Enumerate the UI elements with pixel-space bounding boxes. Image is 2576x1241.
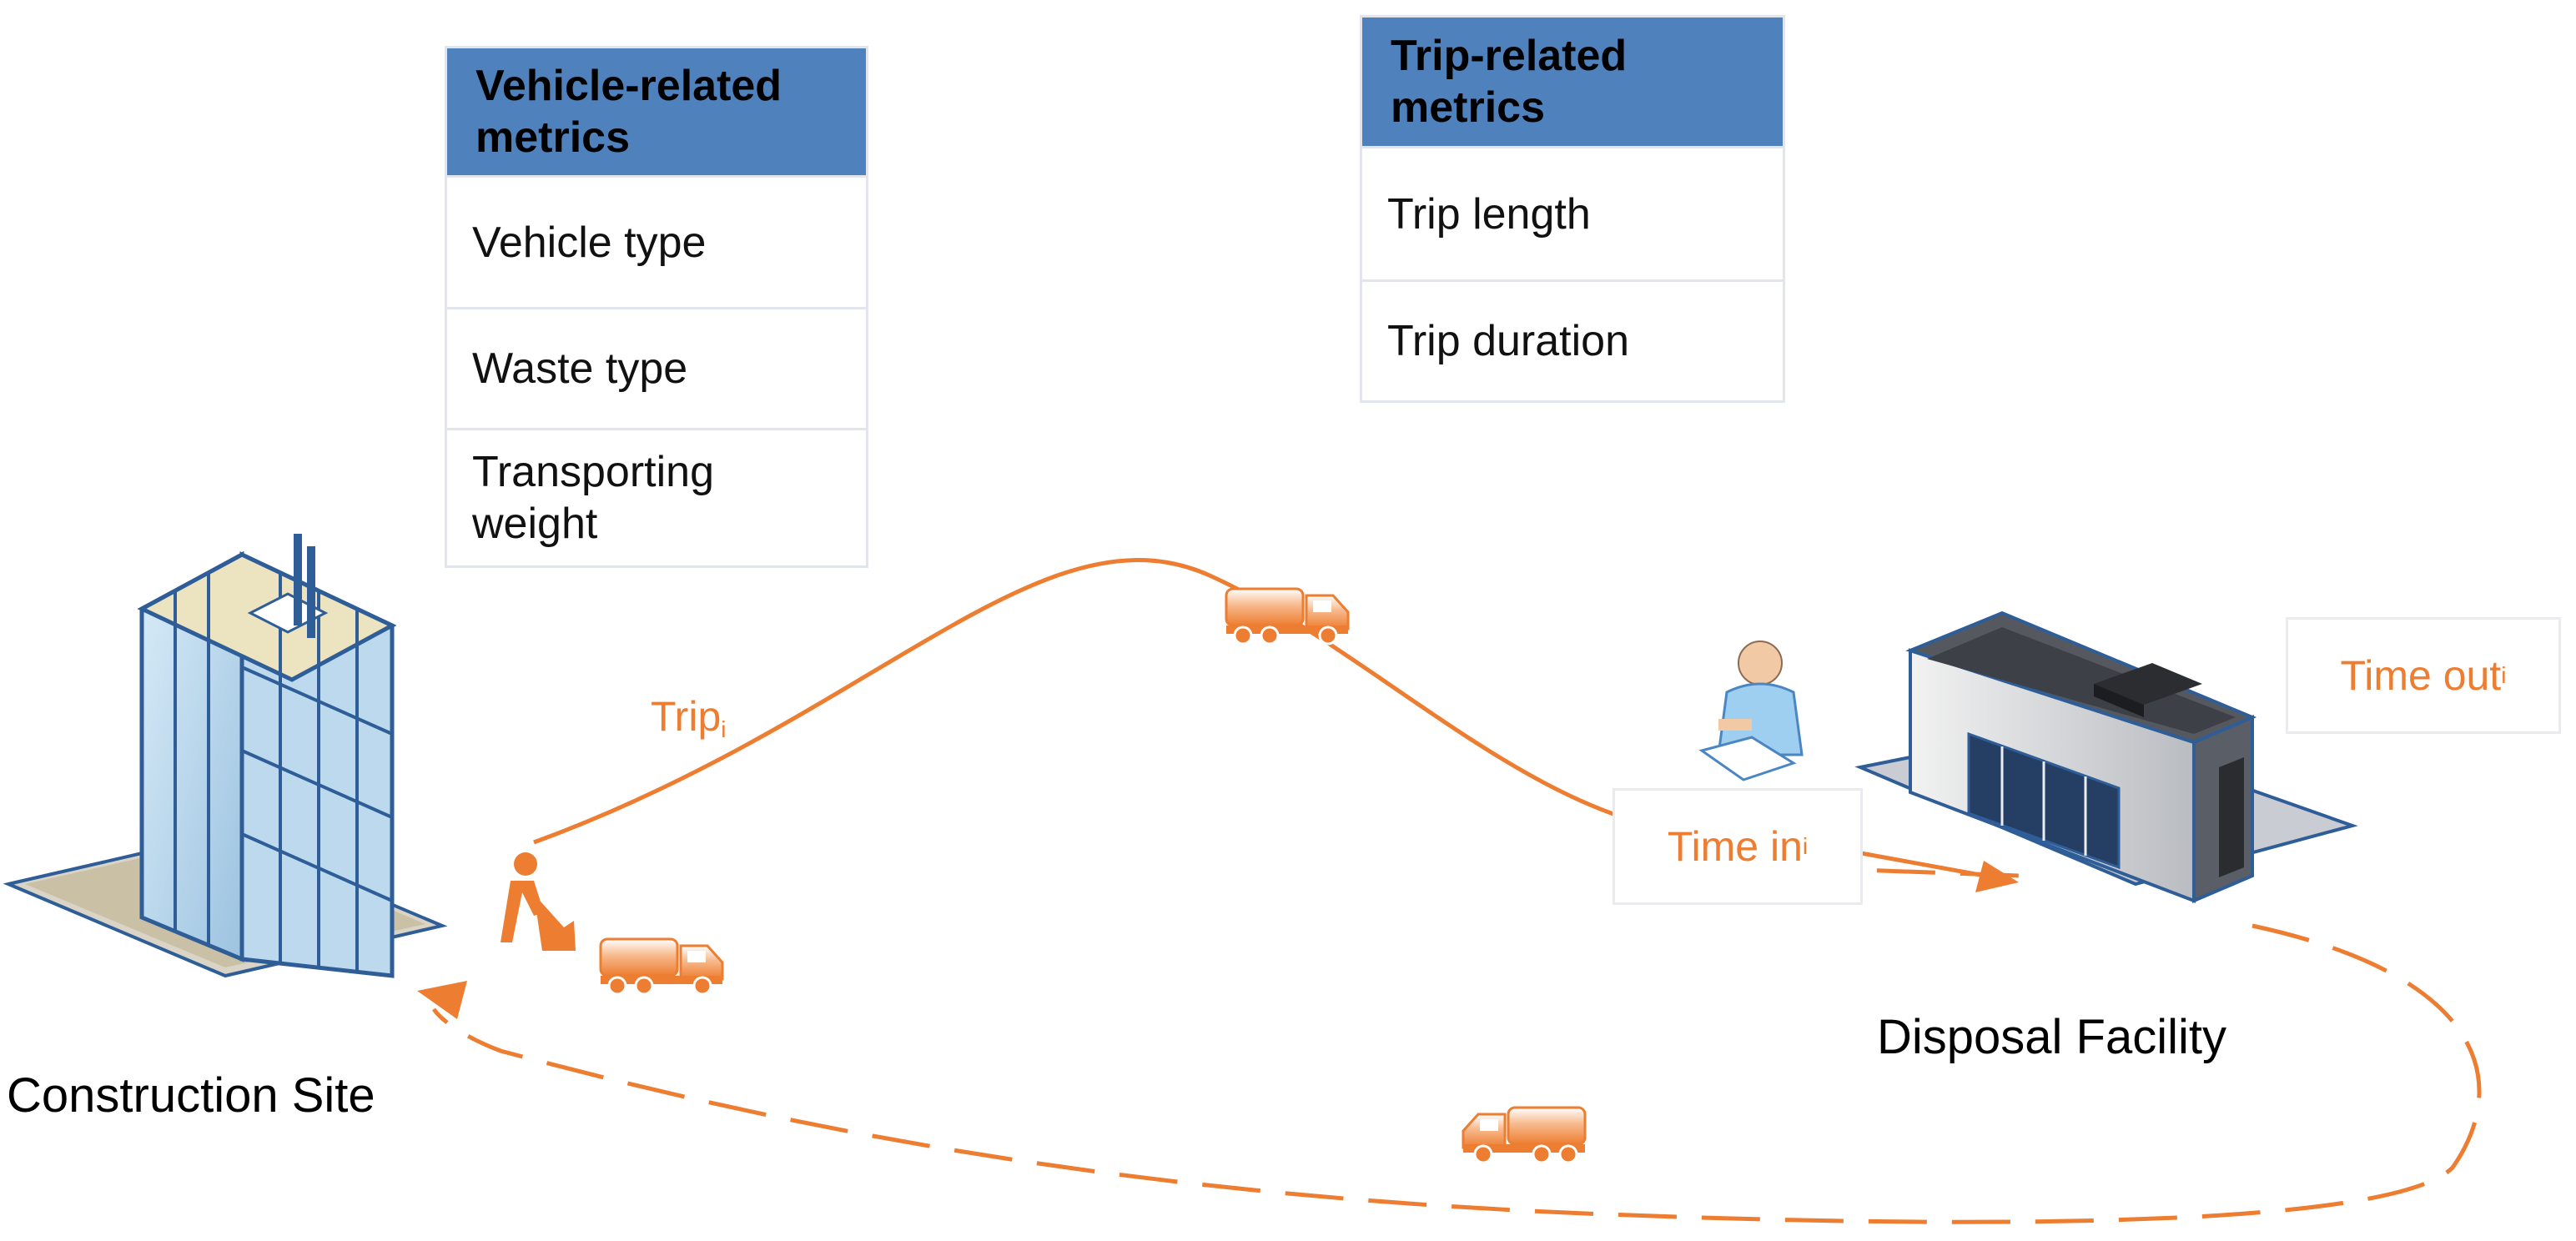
trip-label-subscript: i — [721, 716, 727, 742]
waste-type-row: Waste type — [445, 309, 868, 430]
truck-icon — [1462, 1106, 1587, 1164]
outbound-route-line — [533, 558, 1719, 845]
vehicle-metrics-header: Vehicle-related metrics — [445, 46, 868, 178]
vehicle-type-row: Vehicle type — [445, 178, 868, 309]
truck-icon — [1225, 587, 1350, 646]
trip-duration-row: Trip duration — [1360, 282, 1785, 403]
construction-site-label: Construction Site — [7, 1068, 375, 1123]
time-in-arrowhead — [1975, 861, 2019, 892]
time-out-subscript: i — [2501, 662, 2507, 688]
disposal-facility-label: Disposal Facility — [1877, 1010, 2226, 1064]
worker-digging-icon — [501, 852, 576, 951]
trip-metrics-table: Trip-related metrics Trip length Trip du… — [1360, 15, 1785, 403]
trip-metrics-header: Trip-related metrics — [1360, 15, 1785, 148]
vehicle-metrics-table: Vehicle-related metrics Vehicle type Was… — [445, 46, 868, 568]
truck-icon — [599, 937, 724, 996]
trip-length-row: Trip length — [1360, 148, 1785, 282]
time-out-text: Time out — [2340, 652, 2502, 699]
return-arrowhead — [417, 981, 467, 1019]
time-in-subscript: i — [1802, 833, 1809, 859]
clerk-icon — [1698, 641, 1804, 781]
office-building-icon — [3, 534, 448, 978]
time-in-text: Time in — [1667, 823, 1803, 870]
trip-label-text: Trip — [651, 693, 722, 740]
disposal-facility-icon — [1854, 610, 2358, 904]
trip-label: Tripi — [651, 692, 727, 743]
transporting-weight-row: Transporting weight — [445, 430, 868, 568]
